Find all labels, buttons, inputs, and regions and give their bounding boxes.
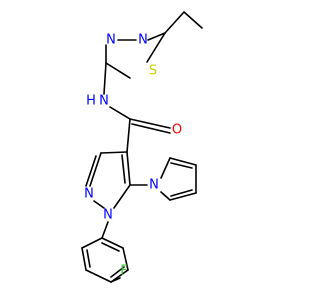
pyrazole-c4-c3-bond	[100, 151, 128, 154]
carbonyl-o-label: O	[172, 123, 182, 138]
pyrazole-n1-phenyl-bond	[101, 221, 109, 239]
phenyl-c6-c1-bond	[101, 237, 124, 249]
pyrazole-n1-c5-bond	[113, 184, 131, 209]
pyrrole-n-label: N	[149, 178, 159, 193]
phenyl-c2-c3-bond	[81, 247, 87, 271]
amide-c-o-bond	[129, 118, 171, 129]
pyrazole-n2-n1-bond	[93, 200, 105, 209]
phenyl-c3-c4-bond	[85, 269, 112, 283]
thiadiazole-c5-n4-bond	[147, 32, 166, 41]
pyrazole-c5-c4-inner-bond	[121, 154, 126, 184]
pyrazole-c3-n2-bond	[89, 152, 102, 187]
phenyl-c6-c1-inner-bond	[101, 242, 120, 252]
phenyl-c1-c2-bond	[81, 237, 103, 249]
thiadiazole-s-label: S	[149, 64, 157, 79]
pyrazole-n2-label: N	[84, 187, 94, 202]
thiadiazole-c2-n-amide-bond	[103, 62, 107, 95]
phenyl-c2-c3-inner-bond	[86, 249, 91, 268]
pyrrole-c4-n-bond	[160, 191, 171, 201]
thiadiazole-n-top-right-label: N	[138, 33, 148, 48]
fluoro-f-label: F	[120, 264, 127, 279]
phenyl-c5-c6-bond	[122, 247, 129, 271]
amide-c-c4-bond	[126, 118, 131, 153]
amide-h-label: H	[86, 94, 96, 109]
pyrazole-c3-n2-inner-bond	[85, 155, 97, 187]
pyrrole-c1-c2-inner-bond	[170, 162, 193, 169]
phenyl-c4-c5-inner-bond	[110, 266, 125, 278]
pyrazole-c5-c4-bond	[126, 151, 131, 186]
pyrazole-n1-label: N	[103, 208, 113, 223]
ethyl-ch2-c5-bond	[164, 11, 185, 34]
atom-labels: N N S N H O N N N F	[84, 33, 182, 279]
pyrrole-c1-c2-bond	[169, 157, 197, 166]
bond-lines	[81, 11, 203, 283]
amide-c-o-second-bond	[131, 123, 171, 134]
phenyl-c4-f-bond	[110, 277, 121, 283]
amide-n-c-bond	[109, 106, 131, 120]
pyrrole-c3-c4-bond	[169, 192, 197, 201]
thiadiazole-c2-s1-bond	[105, 62, 131, 79]
pyrrole-c3-c4-inner-bond	[170, 189, 193, 197]
amide-n-label: N	[99, 94, 109, 109]
ethyl-ch3-ch2-bond	[183, 11, 203, 29]
molecule-structure-diagram: N N S N H O N N N F	[81, 11, 203, 283]
pyrrole-n-c1-bond	[160, 157, 171, 179]
thiadiazole-s1-c5-bond	[146, 32, 166, 63]
thiadiazole-n-top-left-label: N	[106, 33, 116, 48]
